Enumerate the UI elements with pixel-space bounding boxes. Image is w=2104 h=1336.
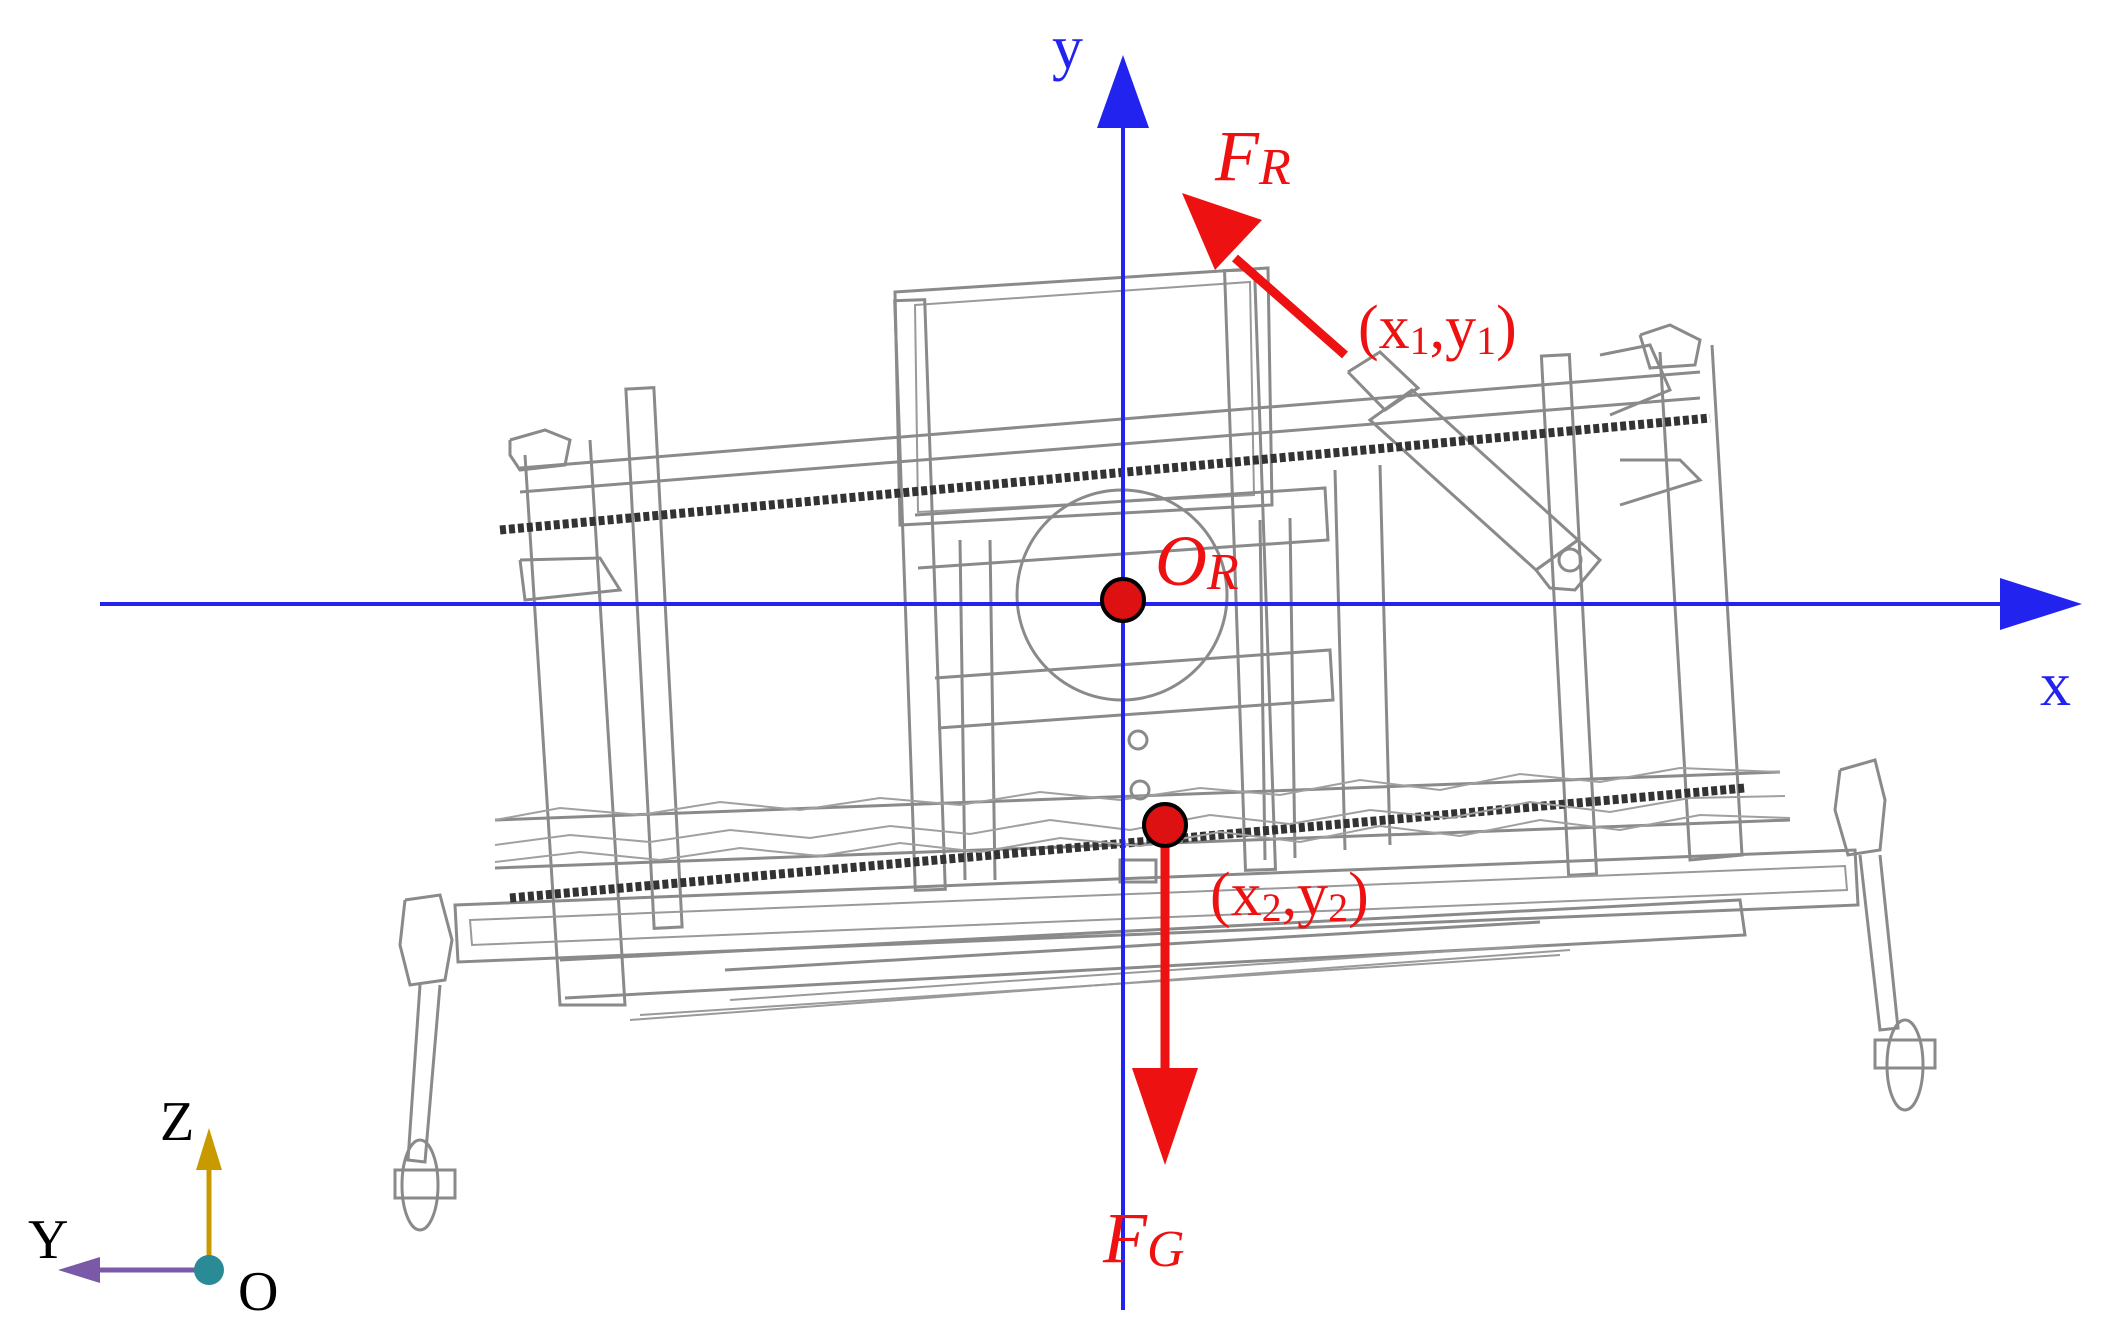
small-plate xyxy=(1118,858,1158,884)
slat-belt-low xyxy=(494,813,1791,863)
left-arm xyxy=(518,556,623,602)
right-wheel-bracket xyxy=(1873,1038,1937,1070)
inner-vertical-4 xyxy=(1288,517,1297,859)
point2-label: (x2,y2) xyxy=(1210,861,1369,930)
upper-frame-inner xyxy=(913,280,1256,514)
center-post xyxy=(893,298,947,892)
right-arm-2 xyxy=(1619,458,1703,507)
origin-symbol: O xyxy=(1155,521,1207,601)
global-frame-group: Z Y O xyxy=(28,1091,278,1323)
inner-vertical-2 xyxy=(988,539,997,881)
point1-label: (x1,y1) xyxy=(1358,294,1517,363)
main-beam-inner xyxy=(468,864,1849,947)
bottom-beam-2 xyxy=(724,920,1541,972)
gravity-point-marker xyxy=(1142,802,1188,848)
point1-sub-a: 1 xyxy=(1410,318,1430,363)
right-hitch xyxy=(1833,758,1887,857)
reaction-force-symbol: F xyxy=(1214,116,1260,196)
global-origin-marker xyxy=(194,1255,224,1285)
reaction-force-arrow-shaft xyxy=(1232,254,1348,359)
points-group: OR (x2,y2) (x1,y1) xyxy=(1100,294,1517,930)
global-y-arrowhead xyxy=(58,1257,100,1283)
global-y-label: Y xyxy=(28,1209,68,1271)
right-wheel xyxy=(1885,1018,1925,1112)
right-post xyxy=(1222,268,1278,872)
point1-sub-b: 1 xyxy=(1476,318,1496,363)
bottom-beam xyxy=(559,898,1747,1000)
top-rail xyxy=(519,370,1701,470)
bottom-hatch-1 xyxy=(729,944,1541,1001)
left-post xyxy=(624,386,684,930)
point2-sub-a: 2 xyxy=(1262,885,1282,930)
global-z-arrowhead xyxy=(196,1128,222,1170)
gravity-force-symbol: F xyxy=(1102,1198,1148,1278)
reaction-force-subscript: R xyxy=(1258,139,1291,196)
origin-point-marker xyxy=(1100,577,1146,623)
point2-mid: ,y xyxy=(1282,861,1329,929)
forces-group: FR FG xyxy=(1102,116,1348,1278)
left-wheel-bracket xyxy=(393,1168,457,1200)
point2-open: (x xyxy=(1210,861,1262,929)
cylinder-eye xyxy=(1557,547,1583,573)
cylinder-rod xyxy=(1346,350,1421,412)
left-bracket xyxy=(508,428,572,472)
reaction-force-label: FR xyxy=(1214,116,1291,196)
hole-1 xyxy=(1127,729,1149,751)
hole-2 xyxy=(1129,779,1151,801)
right-bracket xyxy=(1638,323,1702,370)
right-stem xyxy=(1858,854,1900,1032)
left-stem xyxy=(406,984,442,1164)
left-outer-frame xyxy=(523,439,627,1007)
point2-sub-b: 2 xyxy=(1328,885,1348,930)
x-axis-arrowhead xyxy=(2000,578,2082,630)
lower-rail-1 xyxy=(494,770,1781,822)
main-beam xyxy=(453,848,1860,964)
x-axis-label: x xyxy=(2040,651,2071,719)
upper-chain xyxy=(499,413,1711,535)
origin-label: OR xyxy=(1155,521,1239,601)
gravity-force-arrowhead xyxy=(1132,1068,1198,1165)
point1-open: (x xyxy=(1358,294,1410,362)
right-arm xyxy=(1599,343,1672,417)
y-axis-label: y xyxy=(1052,14,1083,82)
gravity-force-subscript: G xyxy=(1147,1221,1185,1278)
top-rail-2 xyxy=(519,396,1701,494)
cylinder-end xyxy=(1534,538,1603,592)
inner-vertical-6 xyxy=(1378,464,1392,846)
global-z-label: Z xyxy=(160,1091,194,1153)
slat-belt-mid xyxy=(494,795,1786,846)
point2-close: ) xyxy=(1348,861,1369,929)
inner-vertical-3 xyxy=(1258,519,1267,861)
reaction-force-arrowhead xyxy=(1182,193,1262,270)
machine-drawing xyxy=(393,266,1937,1232)
inner-vertical-5 xyxy=(1333,469,1347,851)
point1-mid: ,y xyxy=(1430,294,1477,362)
upper-cross-2 xyxy=(934,648,1335,730)
axes-group: x y xyxy=(100,14,2082,1310)
y-axis-arrowhead xyxy=(1097,55,1149,128)
left-hitch xyxy=(398,893,454,987)
point1-close: ) xyxy=(1496,294,1517,362)
far-right-post xyxy=(1539,353,1599,877)
inner-vertical-1 xyxy=(958,539,967,881)
global-origin-label: O xyxy=(238,1261,278,1323)
origin-subscript: R xyxy=(1206,544,1239,601)
bottom-hatch-2 xyxy=(639,954,1561,1016)
slat-belt-top xyxy=(494,766,1781,821)
left-wheel xyxy=(400,1138,440,1232)
gravity-force-label: FG xyxy=(1102,1198,1185,1278)
